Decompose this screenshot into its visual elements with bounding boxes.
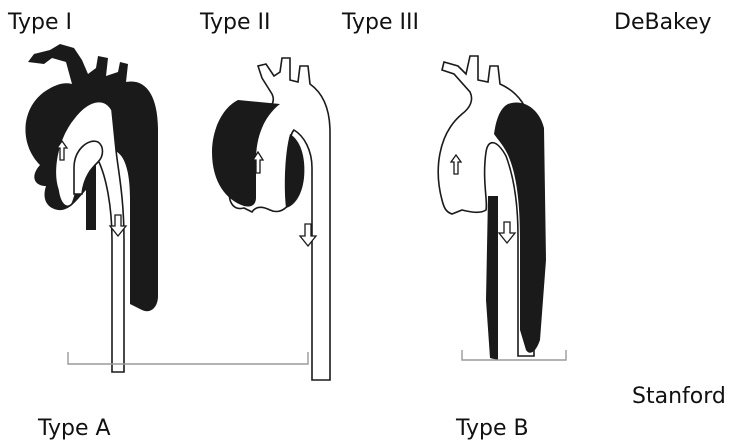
aorta-type-3 xyxy=(438,56,546,360)
stanford-type-a-bracket xyxy=(68,352,308,364)
stanford-type-b-bracket xyxy=(462,350,566,360)
aorta-type-2 xyxy=(212,58,330,380)
false-lumen-type-3 xyxy=(494,102,546,352)
flow-arrow-down-type-3 xyxy=(499,222,515,243)
aorta-type-1 xyxy=(25,44,158,372)
false-lumen-type-1 xyxy=(25,44,158,311)
